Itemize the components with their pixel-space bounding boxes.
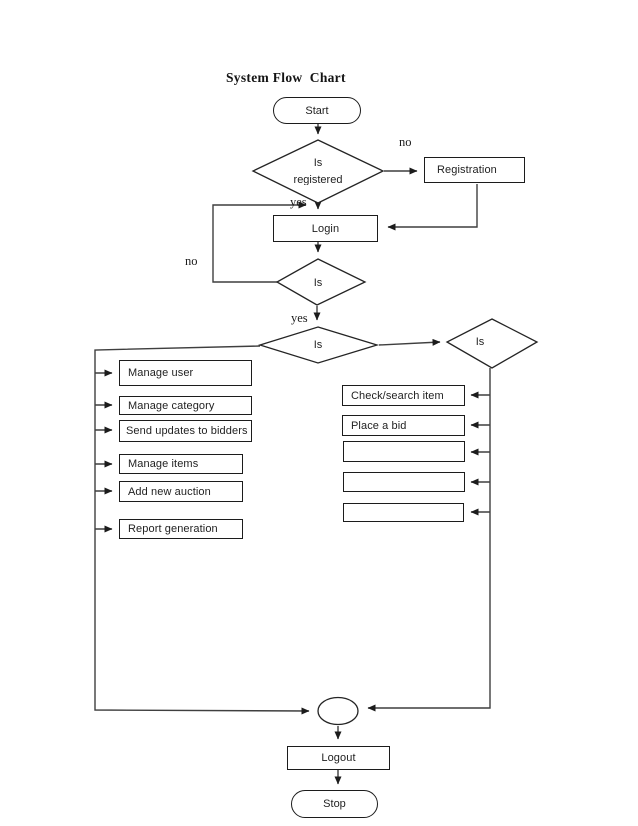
start-node: Start [273,97,361,124]
admin-box-manage-category: Manage category [119,396,252,415]
logout-box: Logout [287,746,390,770]
bidder-box-empty-2 [343,472,465,492]
manage-category-label: Manage category [128,399,215,412]
decision-is-registered-shape [251,139,385,204]
send-updates-label: Send updates to bidders [126,425,248,437]
admin-box-report-generation: Report generation [119,519,243,539]
admin-box-manage-items: Manage items [119,454,243,474]
edge-role-to-bidder-decision [378,338,441,346]
registration-label: Registration [437,164,497,176]
login-box: Login [273,215,378,242]
admin-box-add-new-auction: Add new auction [119,481,243,502]
logout-label: Logout [321,752,356,764]
decision-bidder-shape [445,318,539,369]
report-generation-label: Report generation [128,523,218,535]
page-title: System Flow Chart [226,70,346,85]
decision-bidder-label: Is [475,336,485,348]
stop-label: Stop [323,798,346,810]
decision-role-shape [257,326,380,364]
decision-role-label: Is [313,339,323,351]
bidder-box-place-a-bid: Place a bid [342,415,465,436]
login-label: Login [311,222,340,235]
start-label: Start [305,104,329,117]
edge-label-registered-yes: yes [290,195,307,209]
admin-box-manage-user: Manage user [119,360,252,386]
edge-label-login-no: no [185,254,198,268]
decision-login-ok-shape [275,258,367,306]
bidder-box-empty-3 [343,503,464,522]
admin-box-send-updates: Send updates to bidders [119,420,252,442]
edge-label-registered-no: no [399,135,412,149]
decision-is-registered-label-line2: registered [293,174,343,185]
stop-node: Stop [291,790,378,818]
check-search-item-label: Check/search item [351,389,444,402]
decision-is-registered-label-line1: Is [313,157,323,169]
edge-label-login-yes: yes [291,311,308,325]
manage-items-label: Manage items [128,458,199,470]
connector-circle [317,696,359,726]
decision-login-ok-label: Is [313,277,323,289]
edge-login-no-loop [212,201,307,283]
bidder-box-check-search-item: Check/search item [342,385,465,406]
bidder-box-empty-1 [343,441,465,462]
edge-registration-to-login [387,184,478,231]
edge-admin-trunk-to-connector [94,345,310,715]
registration-box: Registration [424,157,525,183]
place-a-bid-label: Place a bid [351,419,407,432]
manage-user-label: Manage user [128,367,194,379]
add-new-auction-label: Add new auction [128,485,211,498]
